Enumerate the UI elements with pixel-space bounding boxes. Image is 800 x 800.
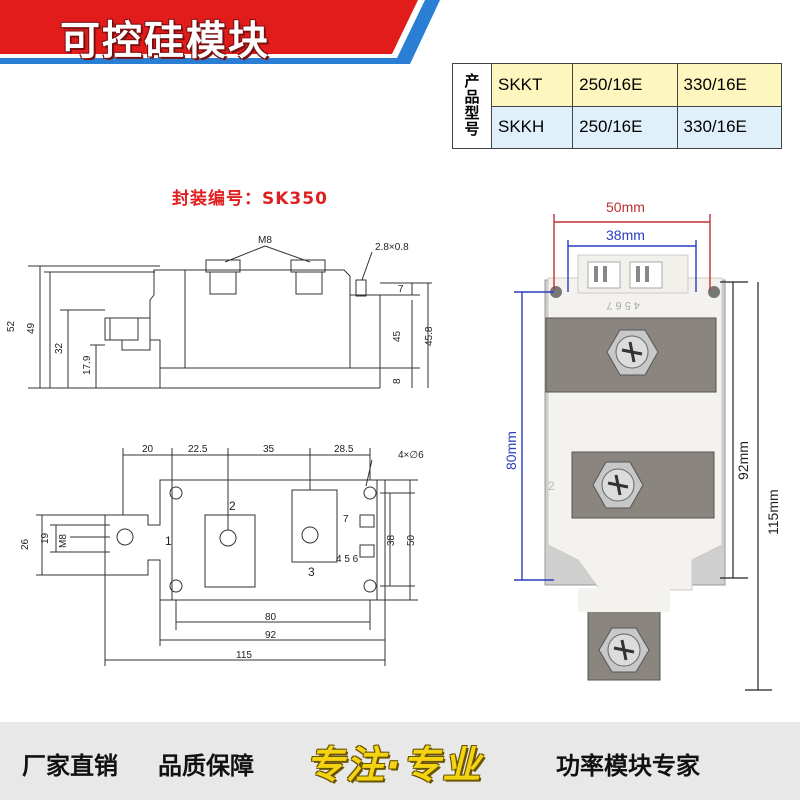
pins-label-a: 7 [343,514,349,525]
dim-32: 32 [54,342,65,354]
footer-factory-direct: 厂家直销 [22,752,118,780]
dim-pin: 2.8×0.8 [375,242,409,253]
photo-dim-92mm: 92mm [735,441,751,480]
model-name: SKKH [490,105,574,149]
model-table: 产品型号 SKKT 250/16E 330/16E SKKH 250/16E 3… [452,63,783,149]
dim-80: 80 [265,612,277,623]
photo-dim-80mm: 80mm [503,431,519,470]
terminal-2: 2 [229,499,236,513]
dim-8: 8 [392,378,403,384]
footer-bar [0,722,800,800]
photo-dim-115mm: 115mm [765,489,781,535]
terminal-3: 3 [308,565,315,579]
model-spec: 330/16E [676,105,783,149]
dim-35: 35 [263,444,275,455]
footer-quality: 品质保障 [158,752,254,780]
technical-drawing: M8 2.8×0.8 52 49 32 17.9 7 45 45.8 8 20 … [6,235,435,666]
dim-m8: M8 [58,534,69,548]
photo-dim-50mm: 50mm [606,199,645,215]
dim-thread: M8 [258,235,272,246]
dim-38: 38 [386,534,397,546]
screw-icon [606,329,659,376]
dim-7: 7 [398,284,404,295]
side-view-outline [104,269,381,369]
dim-45: 45 [392,330,403,342]
dim-20: 20 [142,444,154,455]
terminal-1: 1 [165,534,172,548]
model-header: 产品型号 [452,63,492,149]
dim-92: 92 [265,630,277,641]
dim-52: 52 [6,320,17,332]
model-spec: 250/16E [572,105,678,149]
dim-22-5: 22.5 [188,444,208,455]
screw-icon [592,461,644,509]
dim-28-5: 28.5 [334,444,354,455]
banner-title: 可控硅模块 [60,18,270,64]
screw-icon [598,627,650,673]
photo-pin-marks: 4 5 6 7 [606,299,640,311]
top-view-outline [104,479,386,601]
dim-19: 19 [40,532,51,544]
pins-label-b: 4 5 6 [336,554,359,565]
package-label: 封装编号：SK350 [172,189,328,209]
footer-slogan: 专注·专业 [306,743,483,787]
dim-50: 50 [406,534,417,546]
photo-dim-38mm: 38mm [606,227,645,243]
model-spec: 250/16E [572,63,678,107]
dim-49: 49 [26,322,37,334]
module-photo: 50mm 38mm 80mm 92mm 115mm 4 5 6 7 2 [503,199,781,691]
dim-45-8: 45.8 [424,326,435,346]
dim-holes: 4×∅6 [398,450,424,461]
model-name: SKKT [490,63,574,107]
title-banner [0,0,440,64]
dim-26: 26 [20,538,31,550]
dim-115: 115 [236,650,252,661]
photo-terminal-2: 2 [548,479,555,493]
footer-expert: 功率模块专家 [556,752,700,780]
model-spec: 330/16E [676,63,783,107]
dim-17-9: 17.9 [82,355,93,375]
